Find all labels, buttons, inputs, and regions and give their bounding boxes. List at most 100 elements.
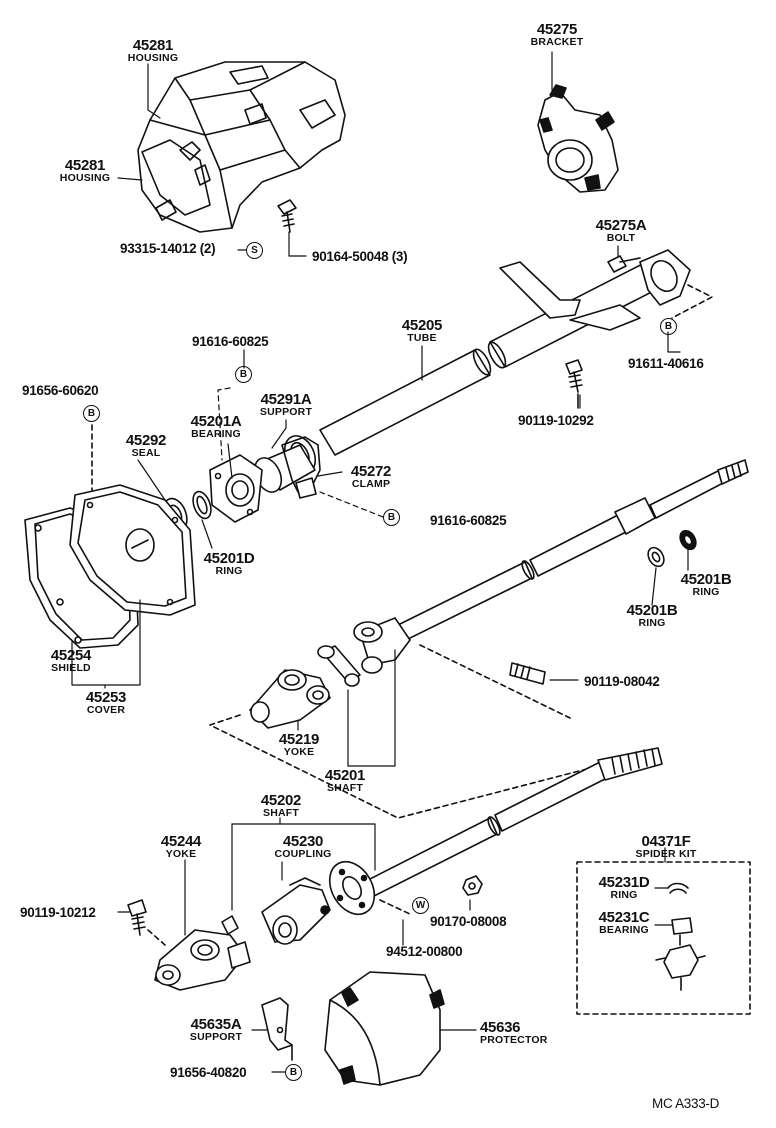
part-name: SEAL — [131, 447, 161, 459]
part-45275A: 45275A BOLT — [582, 218, 660, 244]
part-45205: 45205 TUBE — [392, 318, 452, 344]
part-name: BEARING — [191, 428, 241, 440]
part-04371F: 04371F SPIDER KIT — [622, 834, 710, 860]
part-45281-lower: 45281 HOUSING — [50, 158, 120, 184]
part-45254: 45254 SHIELD — [40, 648, 102, 674]
column-tube-drawing — [319, 249, 713, 456]
marker-b: B — [83, 405, 100, 422]
part-name: PROTECTOR — [480, 1034, 548, 1046]
bracket-drawing — [537, 84, 619, 193]
diagram-code: MC A333-D — [652, 1096, 720, 1111]
part-name: RING — [610, 889, 638, 901]
part-number: 45205 — [401, 317, 443, 334]
leader-lines — [71, 51, 689, 1073]
part-number: 45272 — [350, 463, 392, 480]
fastener-91616-lower: 91616-60825 — [430, 513, 507, 528]
support-bracket-drawing — [261, 997, 293, 1061]
part-number: 45636 — [480, 1019, 521, 1036]
fastener-94512: 94512-00800 — [386, 944, 463, 959]
part-name: SHIELD — [51, 662, 91, 674]
marker-b: B — [285, 1064, 302, 1081]
part-45201A: 45201A BEARING — [180, 414, 252, 440]
part-number: 45201 — [324, 767, 366, 784]
part-name: BRACKET — [530, 36, 584, 48]
part-name: SUPPORT — [189, 1031, 243, 1043]
spider-kit-drawing — [576, 861, 751, 1015]
part-45201B-left: 45201B RING — [616, 603, 688, 629]
part-number: 45281 — [132, 37, 174, 54]
part-name: RING — [692, 586, 720, 598]
part-name: BOLT — [606, 232, 636, 244]
part-name: SPIDER KIT — [635, 848, 697, 860]
part-45231D: 45231D RING — [588, 875, 660, 901]
fastener-90119-10212: 90119-10212 — [20, 905, 96, 920]
part-name: HOUSING — [127, 52, 179, 64]
part-45201: 45201 SHAFT — [314, 768, 376, 794]
part-number: 45244 — [160, 833, 202, 850]
part-number: 45231D — [598, 874, 650, 891]
part-number: 45275A — [595, 217, 647, 234]
marker-b: B — [383, 509, 400, 526]
marker-b: B — [660, 318, 677, 335]
part-number: 45201B — [626, 602, 678, 619]
fastener-91656-upper: 91656-60620 — [22, 383, 99, 398]
part-number: 45230 — [282, 833, 324, 850]
part-45231C: 45231C BEARING — [588, 910, 660, 936]
part-number: 45202 — [260, 792, 302, 809]
part-45272: 45272 CLAMP — [340, 464, 402, 490]
part-number: 45201A — [190, 413, 242, 430]
part-number: 45254 — [50, 647, 92, 664]
part-45202: 45202 SHAFT — [250, 793, 312, 819]
part-name: HOUSING — [59, 172, 111, 184]
shield-cover-drawing — [24, 424, 196, 649]
part-45635A: 45635A SUPPORT — [180, 1017, 252, 1043]
tube-lower-end-drawing — [162, 435, 321, 533]
part-number: 04371F — [641, 833, 691, 850]
marker-b: B — [235, 366, 252, 383]
part-45219: 45219 YOKE — [268, 732, 330, 758]
part-number: 45635A — [190, 1016, 242, 1033]
part-45291A: 45291A SUPPORT — [250, 392, 322, 418]
part-45275: 45275 BRACKET — [518, 22, 596, 48]
part-name: COUPLING — [274, 848, 332, 860]
part-45636: 45636 PROTECTOR — [480, 1020, 548, 1046]
fastener-90119-08042: 90119-08042 — [584, 674, 660, 689]
intermediate-shaft-drawing — [209, 459, 749, 819]
part-number: 45291A — [260, 391, 312, 408]
part-number: 45281 — [64, 157, 106, 174]
part-name: YOKE — [283, 746, 315, 758]
part-name: COVER — [86, 704, 126, 716]
part-45253: 45253 COVER — [75, 690, 137, 716]
part-name: CLAMP — [351, 478, 391, 490]
part-45201B-right: 45201B RING — [670, 572, 742, 598]
main-shaft-drawing — [127, 747, 663, 991]
part-45244: 45244 YOKE — [150, 834, 212, 860]
protector-drawing — [324, 971, 445, 1086]
part-45292: 45292 SEAL — [115, 433, 177, 459]
part-name: TUBE — [407, 332, 437, 344]
fastener-90170: 90170-08008 — [430, 914, 507, 929]
fastener-93315: 93315-14012 (2) — [120, 241, 216, 256]
part-number: 45219 — [278, 731, 320, 748]
part-number: 45292 — [125, 432, 167, 449]
part-number: 45253 — [85, 689, 127, 706]
part-name: RING — [215, 565, 243, 577]
part-number: 45275 — [536, 21, 578, 38]
part-name: RING — [638, 617, 666, 629]
part-45281-upper: 45281 HOUSING — [118, 38, 188, 64]
part-name: SHAFT — [327, 782, 363, 794]
part-number: 45201D — [203, 550, 255, 567]
part-number: 45231C — [598, 909, 650, 926]
part-name: SHAFT — [263, 807, 299, 819]
fastener-91611: 91611-40616 — [628, 356, 704, 371]
column-housing-drawing — [137, 61, 346, 233]
fastener-91616-upper: 91616-60825 — [192, 334, 269, 349]
housing-screw-drawing — [277, 199, 297, 233]
fastener-91656-lower: 91656-40820 — [170, 1065, 247, 1080]
part-45230: 45230 COUPLING — [262, 834, 344, 860]
part-name: BEARING — [599, 924, 649, 936]
fastener-90164: 90164-50048 (3) — [312, 249, 408, 264]
marker-s: S — [246, 242, 263, 259]
